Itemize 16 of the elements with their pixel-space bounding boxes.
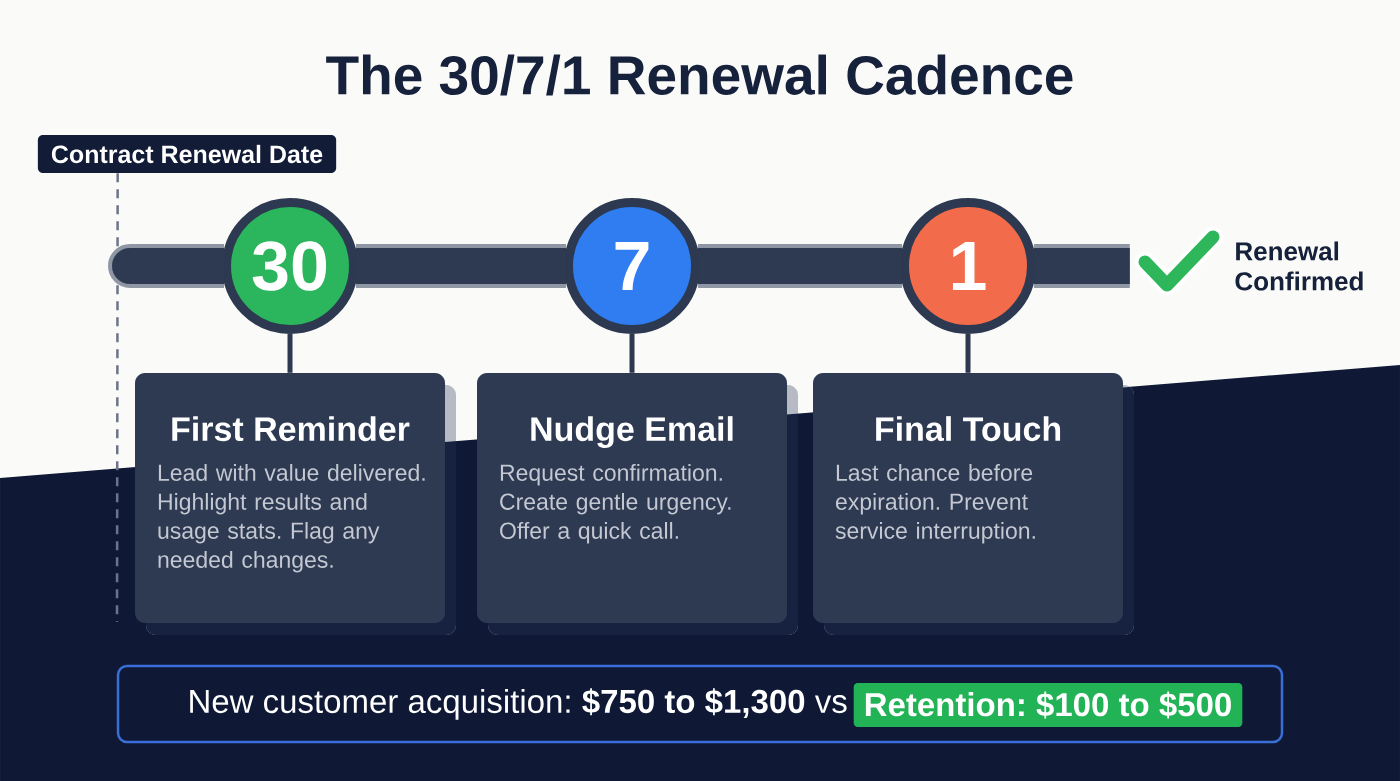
info-card: Nudge Email Request confirmation. Create gentle urgency. Offer a quick call.	[477, 373, 798, 635]
info-card: First Reminder Lead with value delivered. Highlight results and usage stats. Flag any needed changes.	[135, 373, 456, 635]
timeline-bar	[108, 244, 226, 288]
date-tag: Contract Renewal Date	[37, 135, 337, 173]
connector-line	[287, 334, 293, 373]
check-icon	[1134, 226, 1224, 296]
highlight-badge: Retention: $100 to $500	[853, 683, 1243, 727]
title: The 30/7/1 Renewal Cadence	[326, 54, 1073, 96]
connector-line	[629, 334, 635, 373]
timeline-bar	[356, 244, 566, 288]
dashed-marker-line	[115, 173, 119, 622]
info-card: Final Touch Last chance before expiration. Prevent service interruption.	[813, 373, 1134, 635]
timeline-bar	[1034, 244, 1130, 288]
connector-line	[965, 334, 971, 373]
timeline-bar	[698, 244, 902, 288]
status-label: Renewal Confirmed	[1235, 241, 1363, 291]
